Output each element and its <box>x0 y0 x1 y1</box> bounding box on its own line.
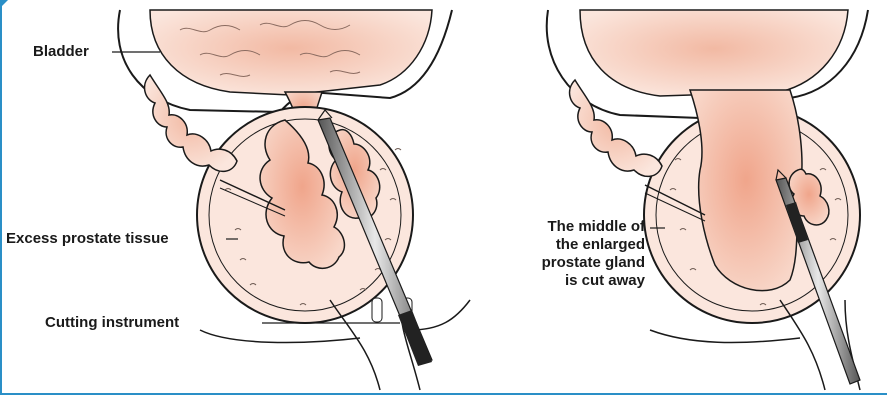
label-middle-line-1: The middle of <box>460 218 645 236</box>
label-middle-line-2: the enlarged <box>460 236 645 254</box>
label-cutting-instrument: Cutting instrument <box>45 314 179 332</box>
label-middle-line-3: prostate gland <box>460 254 645 272</box>
right-bladder-inner <box>580 10 848 96</box>
label-bladder: Bladder <box>33 43 89 61</box>
label-middle-cut-away: The middle of the enlarged prostate glan… <box>460 218 645 290</box>
right-anatomy <box>547 10 868 390</box>
label-middle-line-4: is cut away <box>460 272 645 290</box>
left-bladder-inner <box>150 10 432 95</box>
label-excess-prostate-tissue: Excess prostate tissue <box>6 230 169 248</box>
